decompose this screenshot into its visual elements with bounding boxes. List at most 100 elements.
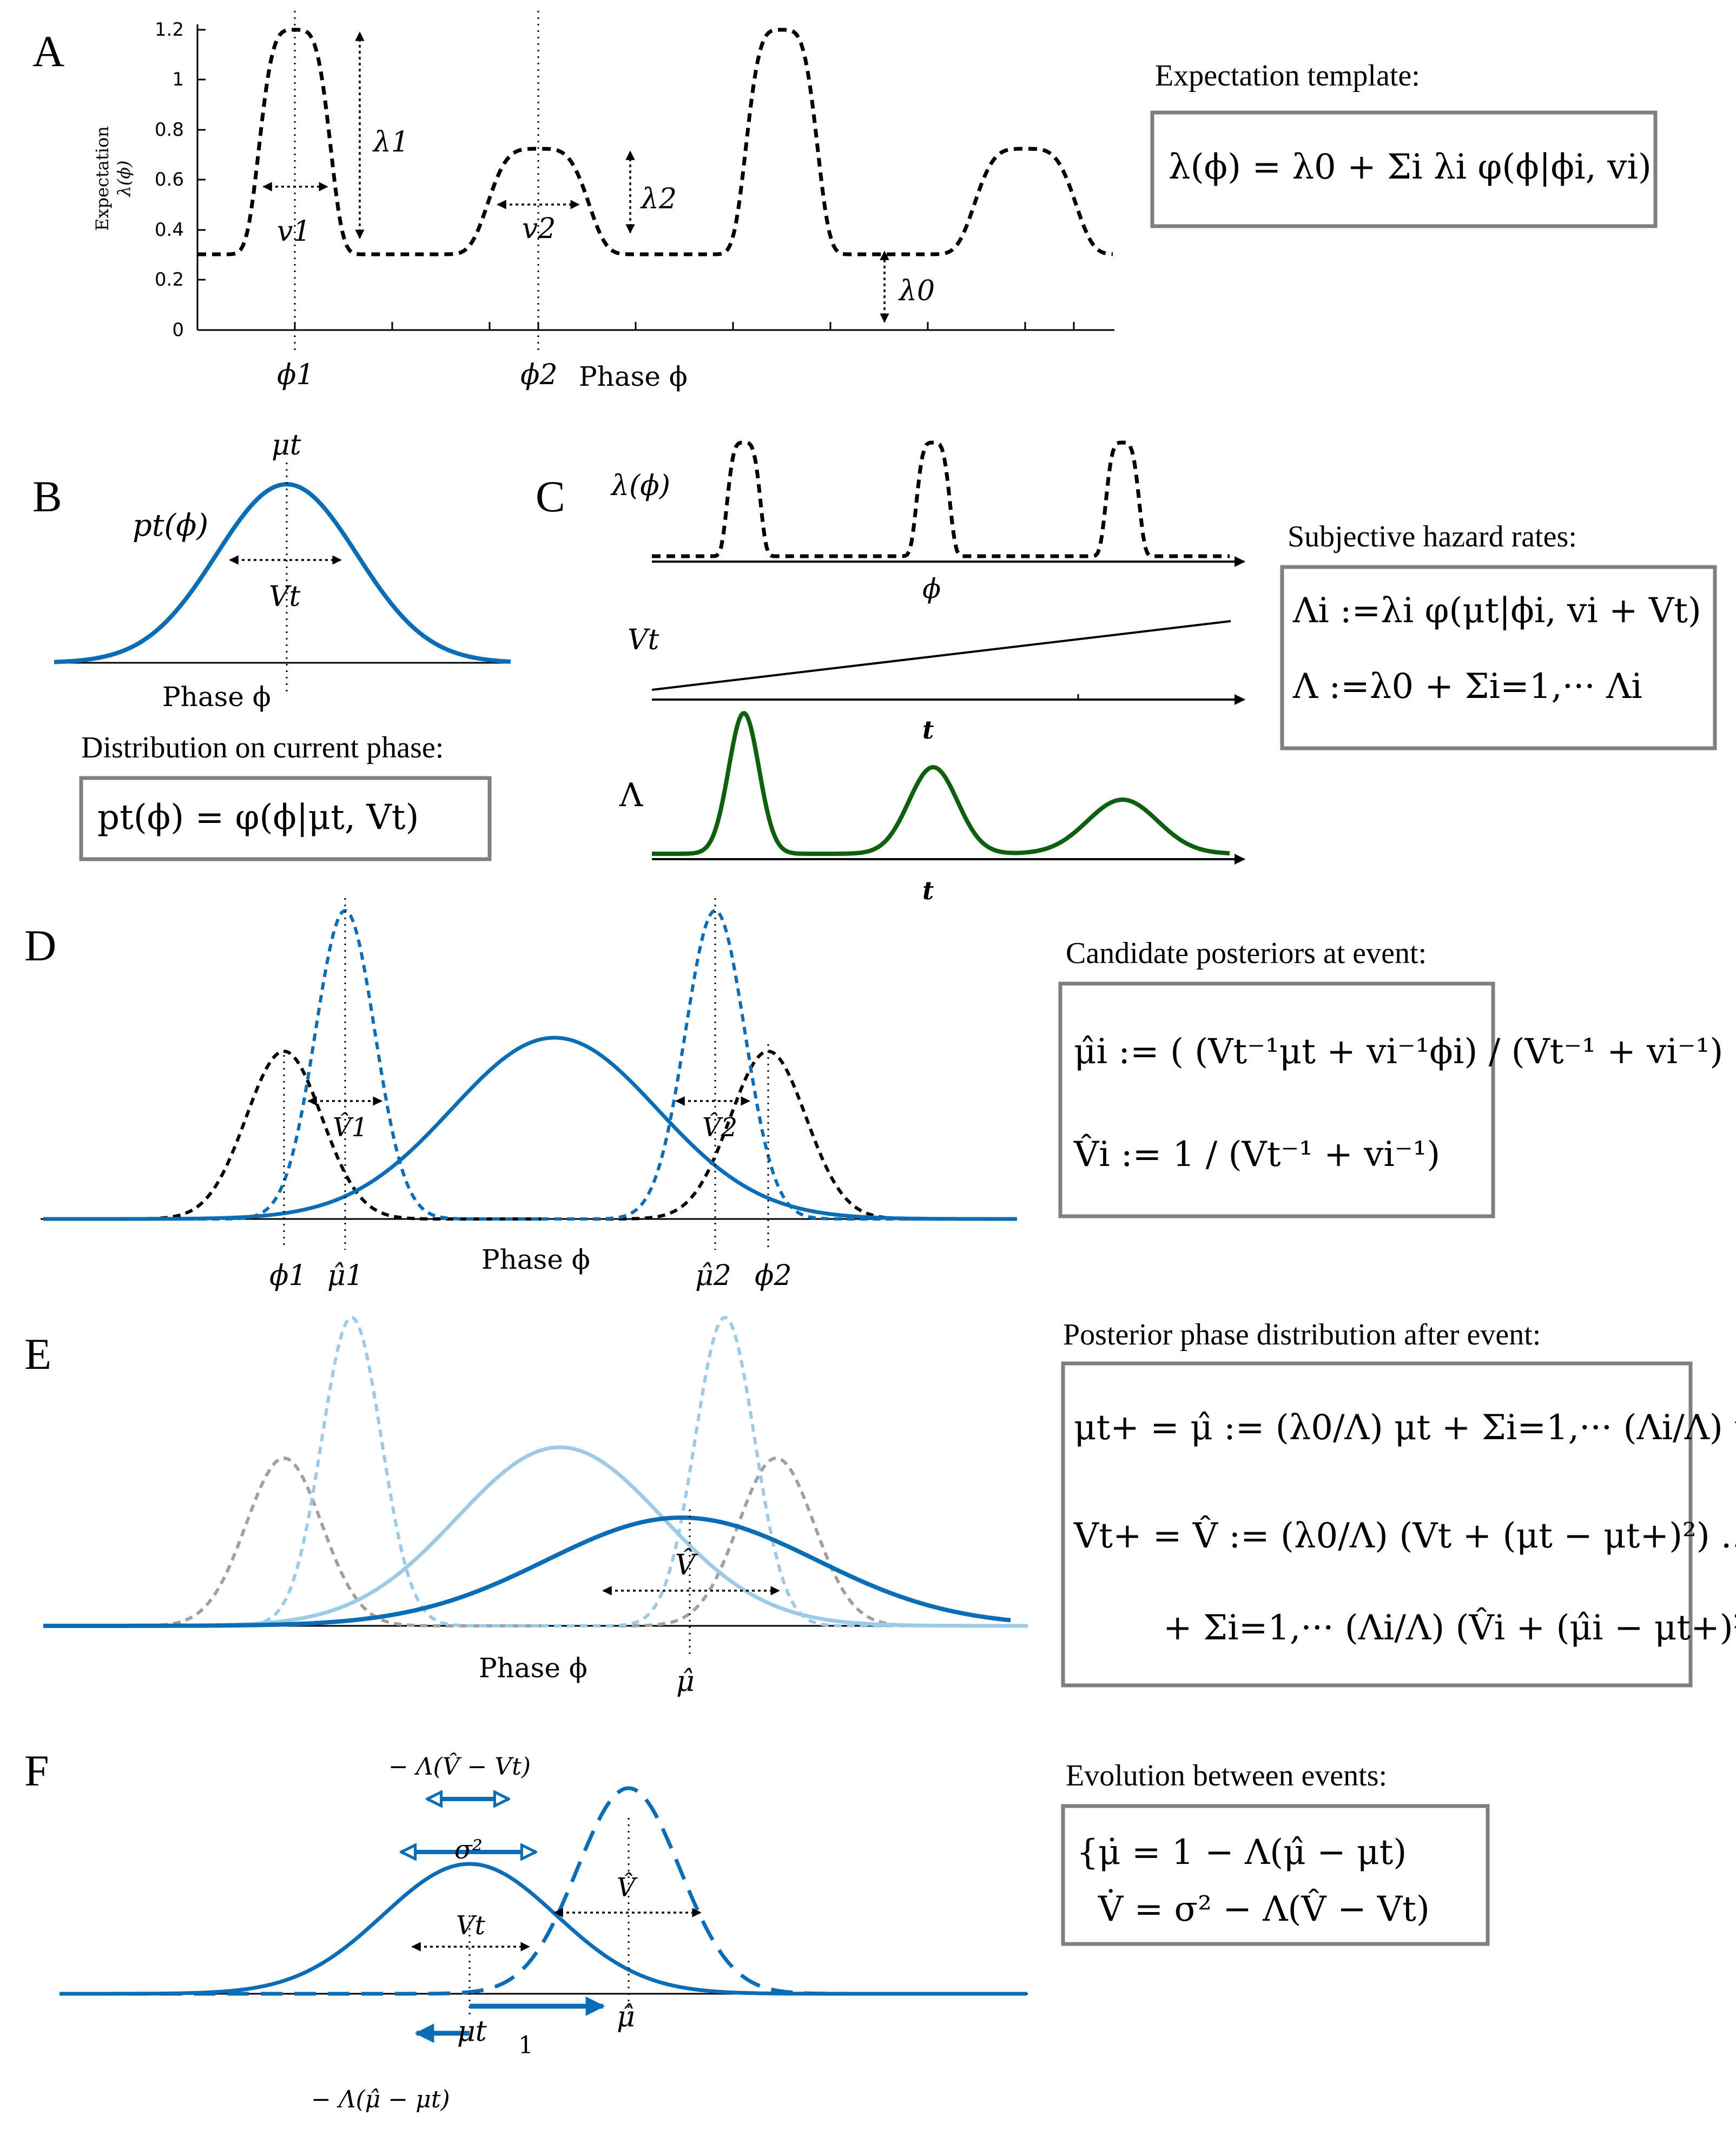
current-phase-equation: pt(ϕ) = φ(ϕ|μt, Vt) — [97, 798, 419, 838]
panel-d-letter: D — [24, 921, 56, 970]
posterior-title: Posterior phase distribution after event… — [1063, 1318, 1541, 1352]
faded-posterior-1 — [43, 1316, 541, 1627]
target-distribution-f — [60, 1786, 1027, 1996]
faded-prior-2 — [541, 1456, 1028, 1627]
evolution-eq1: μ̇ = 1 − Λ(μ̂ − μt) — [1098, 1833, 1407, 1873]
v-hat-label-f: V̂ — [617, 1871, 638, 1903]
candidate-eq2: V̂i := 1 / (Vt⁻¹ + vi⁻¹) — [1073, 1134, 1440, 1175]
current-phase-box — [79, 776, 492, 861]
ytick: 0.4 — [155, 219, 184, 241]
panel-d-guides — [283, 898, 769, 1250]
posterior-eq3: + Σi=1,··· (Λi/Λ) (V̂i + (μ̂i − μt+)²) — [1163, 1607, 1736, 1648]
panel-c-letter: C — [536, 472, 565, 521]
lambda2-label: λ2 — [640, 183, 677, 215]
v2-label: v2 — [522, 213, 556, 245]
t-label-2: t — [922, 876, 934, 905]
v1-hat-label: V̂1 — [333, 1111, 368, 1143]
panel-a-letter: A — [32, 27, 64, 76]
mu2-hat-label: μ̂2 — [695, 1260, 731, 1292]
panel-e: E V̂ Phase ϕ μ̂ Posterior phase distribu… — [24, 1315, 1736, 1698]
evolution-box — [1061, 1804, 1490, 1946]
phi2-label: ϕ2 — [520, 359, 558, 391]
panel-f: F − Λ(V̂ − Vt) σ² Vt V̂ μt μ̂ 1 − Λ(μ̂ −… — [24, 1746, 1490, 2113]
lambda-v-label: − Λ(V̂ − Vt) — [388, 1752, 531, 1781]
panel-a-guides — [294, 11, 539, 352]
mu-t-label: μt — [272, 429, 301, 462]
candidate-box — [1058, 981, 1495, 1218]
lambda-phi-label: λ(ϕ) — [610, 470, 670, 502]
hazard-title: Subjective hazard rates: — [1288, 520, 1577, 553]
mu-hat-label-f: μ̂ — [617, 2001, 635, 2033]
current-distribution — [43, 1036, 1017, 1221]
mu1-hat-label: μ̂1 — [327, 1260, 364, 1292]
lambda-curve — [652, 440, 1230, 558]
vt-line — [651, 620, 1231, 691]
ytick: 1.2 — [155, 19, 184, 41]
ytick: 0.6 — [155, 169, 184, 190]
template-equation: λ(ϕ) = λ0 + Σi λi φ(ϕ|ϕi, vi) — [1169, 147, 1652, 187]
evolution-title: Evolution between events: — [1066, 1759, 1387, 1792]
current-distribution-f — [60, 1862, 1027, 1996]
panel-f-letter: F — [24, 1746, 49, 1795]
posterior-distribution — [43, 1515, 1011, 1628]
ylabel-top: Expectation — [92, 126, 113, 231]
phi2-label-d: ϕ2 — [755, 1260, 792, 1292]
phase-label-b: Phase ϕ — [162, 681, 271, 713]
panel-c: C λ(ϕ) ϕ Vt t Λ t Subjective hazard rate… — [536, 440, 1717, 905]
ytick: 0.2 — [155, 269, 184, 291]
hazard-eq1: Λi :=λi φ(μt|ϕi, vi + Vt) — [1292, 591, 1701, 631]
posterior-eq2: Vt+ = V̂ := (λ0/Λ) (Vt + (μt − μt+)²) ..… — [1073, 1515, 1736, 1556]
ytick: 1 — [172, 69, 184, 90]
v2-hat-label: V̂2 — [702, 1111, 737, 1143]
brace: { — [1077, 1833, 1099, 1873]
pt-label: pt(ϕ) — [133, 508, 208, 543]
phase-distribution-curve — [54, 482, 511, 664]
ytick: 0.8 — [155, 119, 184, 141]
panel-a-arrows — [262, 31, 889, 323]
vt-label-c: Vt — [628, 624, 659, 656]
big-lambda-label: Λ — [619, 776, 643, 814]
faded-prior-1 — [43, 1456, 541, 1627]
mu-hat-label-e: μ̂ — [676, 1665, 695, 1698]
candidate-posterior-2 — [541, 909, 1017, 1221]
posterior-eq1: μt+ = μ̂ := (λ0/Λ) μt + Σi=1,··· (Λi/Λ) … — [1074, 1408, 1736, 1448]
panel-a-tickmarks — [197, 29, 1075, 331]
ytick: 0 — [172, 319, 184, 341]
panel-a: A 0 0.2 0.4 0.6 0.8 1 1.2 Expectation λ(… — [32, 11, 1658, 392]
posterior-box — [1061, 1361, 1693, 1688]
panel-d: D V̂1 V̂2 Phase ϕ ϕ1 μ̂1 μ̂2 ϕ2 Candidat… — [24, 898, 1736, 1292]
phase-label-e: Phase ϕ — [479, 1652, 588, 1684]
v1-label: v1 — [277, 215, 311, 248]
ylabel-bottom: λ(ϕ) — [114, 160, 134, 197]
prior-gaussian-1 — [43, 1049, 541, 1221]
hazard-eq2: Λ :=λ0 + Σi=1,··· Λi — [1292, 667, 1642, 707]
panel-b: B μt pt(ϕ) Vt Phase ϕ Distribution on cu… — [32, 429, 511, 861]
t-label-1: t — [922, 715, 934, 744]
hazard-curve — [652, 710, 1230, 856]
hazard-box — [1280, 565, 1717, 750]
sigma-label: σ² — [454, 1835, 483, 1865]
lambda1-label: λ1 — [372, 126, 409, 159]
current-phase-title: Distribution on current phase: — [81, 731, 444, 764]
faded-current-distribution — [43, 1445, 1028, 1628]
vt-label: Vt — [269, 581, 301, 613]
faded-posterior-2 — [541, 1315, 1028, 1627]
template-title: Expectation template: — [1155, 59, 1420, 93]
phase-label-d: Phase ϕ — [481, 1244, 590, 1275]
mu-t-label-f: μt — [457, 2015, 487, 2048]
panel-b-letter: B — [32, 472, 62, 521]
candidate-eq1: μ̂i := ( (Vt⁻¹μt + vi⁻¹ϕi) / (Vt⁻¹ + vi⁻… — [1074, 1032, 1736, 1072]
phi-axis-label: ϕ — [922, 573, 941, 604]
vt-label-f: Vt — [456, 1910, 486, 1941]
lambda0-label: λ0 — [898, 275, 935, 307]
candidate-title: Candidate posteriors at event: — [1066, 937, 1427, 970]
phase-label-a: Phase ϕ — [579, 361, 688, 392]
phi1-label: ϕ1 — [277, 359, 314, 391]
expectation-curve — [197, 28, 1113, 256]
lambda-mu-label: − Λ(μ̂ − μt) — [311, 2086, 450, 2113]
v-hat-label: V̂ — [675, 1548, 698, 1581]
phi1-label-d: ϕ1 — [269, 1260, 307, 1292]
evolution-eq2: V̇ = σ² − Λ(V̂ − Vt) — [1098, 1888, 1430, 1929]
template-box — [1150, 110, 1658, 228]
